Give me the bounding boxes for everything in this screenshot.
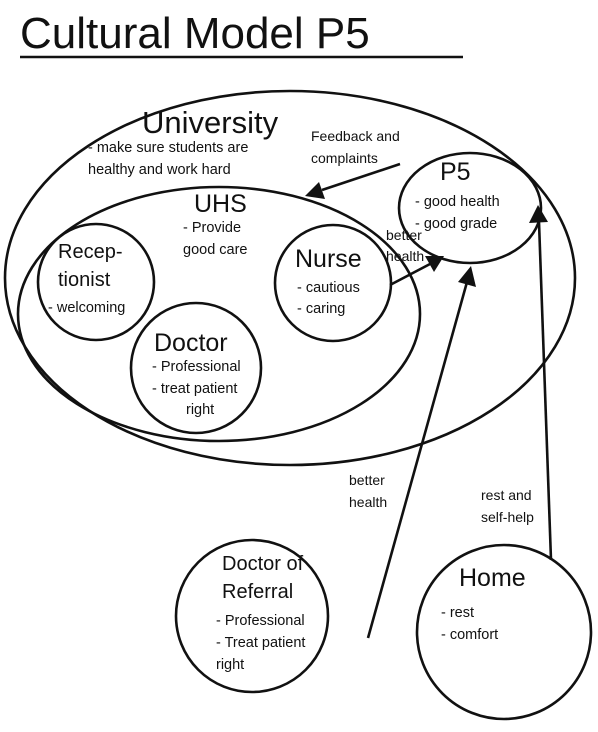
nurse-circle bbox=[273, 223, 393, 343]
doctor-note-1: - Professional bbox=[152, 359, 241, 375]
nurse-note-1: - cautious bbox=[297, 280, 360, 296]
arrow-home-to-p5 bbox=[529, 205, 553, 561]
nurse-label: Nurse bbox=[295, 245, 362, 273]
doctor-label: Doctor bbox=[154, 329, 228, 357]
home-label: Home bbox=[459, 564, 526, 592]
uhs-ellipse bbox=[16, 185, 422, 443]
referral-to-p5-label-2: health bbox=[349, 494, 387, 510]
receptionist-circle bbox=[36, 222, 156, 342]
feedback-label-2: complaints bbox=[311, 150, 378, 166]
p5-note-1: - good health bbox=[415, 194, 500, 210]
nurse-note-2: - caring bbox=[297, 301, 345, 317]
arrow-referral-to-p5 bbox=[366, 266, 476, 639]
university-label: University bbox=[142, 105, 279, 140]
p5-label: P5 bbox=[440, 158, 471, 186]
university-ellipse bbox=[3, 89, 577, 467]
nurse-to-p5-label-2: health bbox=[386, 248, 424, 264]
doctor-note-3: right bbox=[186, 402, 214, 418]
university-note-2: healthy and work hard bbox=[88, 162, 231, 178]
doctor-of-referral-note-1: - Professional bbox=[216, 613, 305, 629]
home-note-1: - rest bbox=[441, 605, 474, 621]
uhs-label: UHS bbox=[194, 190, 247, 218]
receptionist-label-1: Recep- bbox=[58, 241, 122, 263]
doctor-of-referral-note-2: - Treat patient bbox=[216, 635, 305, 651]
doctor-of-referral-label-2: Referral bbox=[222, 581, 293, 603]
p5-note-2: - good grade bbox=[415, 216, 497, 232]
uhs-note-2: good care bbox=[183, 242, 248, 258]
doctor-circle bbox=[129, 301, 263, 435]
nurse-to-p5-label-1: better bbox=[386, 227, 422, 243]
doctor-of-referral-circle bbox=[174, 538, 330, 694]
arrow-feedback bbox=[305, 162, 401, 199]
home-circle bbox=[415, 543, 593, 721]
p5-ellipse bbox=[397, 151, 543, 265]
feedback-label-1: Feedback and bbox=[311, 128, 400, 144]
home-to-p5-label-2: self-help bbox=[481, 509, 534, 525]
diagram-title: Cultural Model P5 bbox=[20, 9, 370, 58]
uhs-note-1: - Provide bbox=[183, 220, 241, 236]
doctor-of-referral-label-1: Doctor of bbox=[222, 553, 304, 575]
home-to-p5-label-1: rest and bbox=[481, 487, 532, 503]
receptionist-note-1: - welcoming bbox=[48, 300, 125, 316]
doctor-note-2: - treat patient bbox=[152, 381, 237, 397]
university-note-1: - make sure students are bbox=[88, 140, 248, 156]
home-note-2: - comfort bbox=[441, 627, 498, 643]
referral-to-p5-label-1: better bbox=[349, 472, 385, 488]
arrow-nurse-to-p5 bbox=[389, 256, 444, 287]
receptionist-label-2: tionist bbox=[58, 269, 111, 291]
doctor-of-referral-note-3: right bbox=[216, 657, 244, 673]
